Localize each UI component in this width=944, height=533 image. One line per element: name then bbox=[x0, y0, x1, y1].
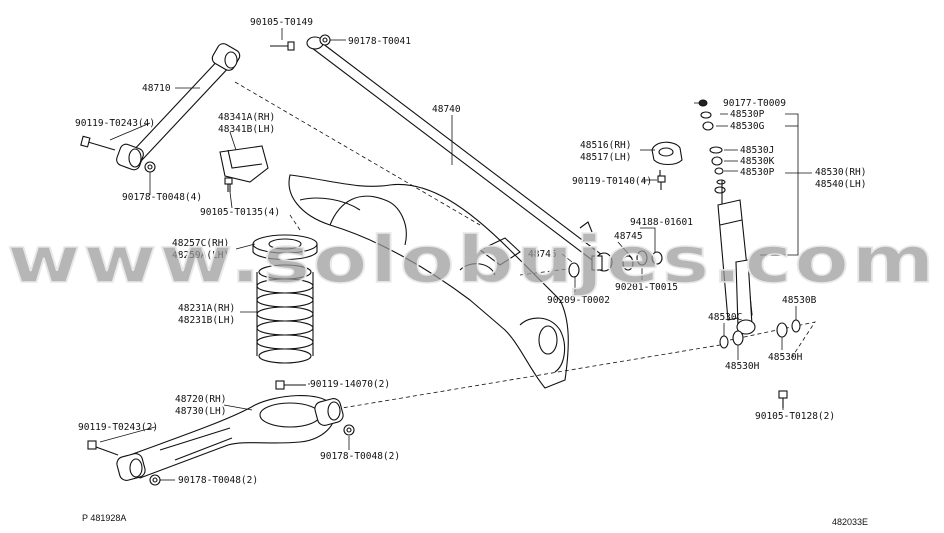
label-94188-01601: 94188-01601 bbox=[630, 217, 693, 228]
label-90177-T0009: 90177-T0009 bbox=[723, 98, 786, 109]
label-48231A: 48231A(RH) bbox=[178, 303, 235, 314]
label-48231B: 48231B(LH) bbox=[178, 315, 235, 326]
label-48257C: 48257C(RH) bbox=[172, 238, 229, 249]
label-48259A: 48259A(LH) bbox=[172, 250, 229, 261]
shock-absorber bbox=[714, 179, 756, 335]
label-48341B: 48341B(LH) bbox=[218, 124, 275, 135]
label-90105-T0149: 90105-T0149 bbox=[250, 17, 313, 28]
label-48540-LH: 48540(LH) bbox=[815, 179, 866, 190]
label-48530J: 48530J bbox=[740, 145, 774, 156]
part-labels: 90105-T0149 90178-T0041 48710 48740 4834… bbox=[75, 17, 868, 527]
label-90178-T0041: 90178-T0041 bbox=[348, 36, 411, 47]
label-48745-b: 48745 bbox=[528, 249, 557, 260]
label-90119-T0243-2: 90119-T0243(2) bbox=[78, 422, 158, 433]
label-90119-T0140: 90119-T0140(4) bbox=[572, 176, 652, 187]
label-48745-a: 48745 bbox=[614, 231, 643, 242]
label-48530K: 48530K bbox=[740, 156, 775, 167]
label-48720: 48720(RH) bbox=[175, 394, 226, 405]
rear-axle-beam bbox=[288, 174, 569, 389]
footer-left-code: P 481928A bbox=[82, 513, 126, 523]
label-48530P-mid: 48530P bbox=[740, 167, 775, 178]
label-90209-T0002: 90209-T0002 bbox=[547, 295, 610, 306]
label-90119-T0243-4: 90119-T0243(4) bbox=[75, 118, 155, 129]
lower-arm-48720 bbox=[116, 395, 344, 481]
shock-mount-48516 bbox=[651, 141, 683, 182]
label-90178-T0048-2b: 90178-T0048(2) bbox=[178, 475, 258, 486]
bump-stopper-48341 bbox=[219, 145, 269, 192]
label-90119-14070: 90119-14070(2) bbox=[310, 379, 390, 390]
label-48530C: 48530C bbox=[708, 312, 742, 323]
label-48530G: 48530G bbox=[730, 121, 765, 132]
label-48730: 48730(LH) bbox=[175, 406, 226, 417]
label-48517: 48517(LH) bbox=[580, 152, 631, 163]
upper-arm-48710 bbox=[116, 43, 241, 171]
label-48530P-top: 48530P bbox=[730, 109, 765, 120]
leader-lines bbox=[99, 28, 812, 481]
label-48740: 48740 bbox=[432, 104, 461, 115]
label-90105-T0128: 90105-T0128(2) bbox=[755, 411, 835, 422]
label-90178-T0048-2a: 90178-T0048(2) bbox=[320, 451, 400, 462]
label-48516: 48516(RH) bbox=[580, 140, 631, 151]
label-90201-T0015: 90201-T0015 bbox=[615, 282, 678, 293]
label-48341A: 48341A(RH) bbox=[218, 112, 275, 123]
label-48530H-b: 48530H bbox=[768, 352, 803, 363]
label-48530B: 48530B bbox=[782, 295, 817, 306]
coil-spring bbox=[256, 264, 314, 364]
label-90178-T0048-4: 90178-T0048(4) bbox=[122, 192, 202, 203]
watermark: www.solobujes.com bbox=[7, 224, 937, 298]
spring-insulator bbox=[252, 234, 318, 260]
label-90105-T0135: 90105-T0135(4) bbox=[200, 207, 280, 218]
label-48710: 48710 bbox=[142, 83, 171, 94]
label-48530-RH: 48530(RH) bbox=[815, 167, 866, 178]
footer-right-code: 482033E bbox=[832, 517, 868, 527]
label-48530H-a: 48530H bbox=[725, 361, 760, 372]
hardware-small-parts bbox=[80, 34, 801, 486]
